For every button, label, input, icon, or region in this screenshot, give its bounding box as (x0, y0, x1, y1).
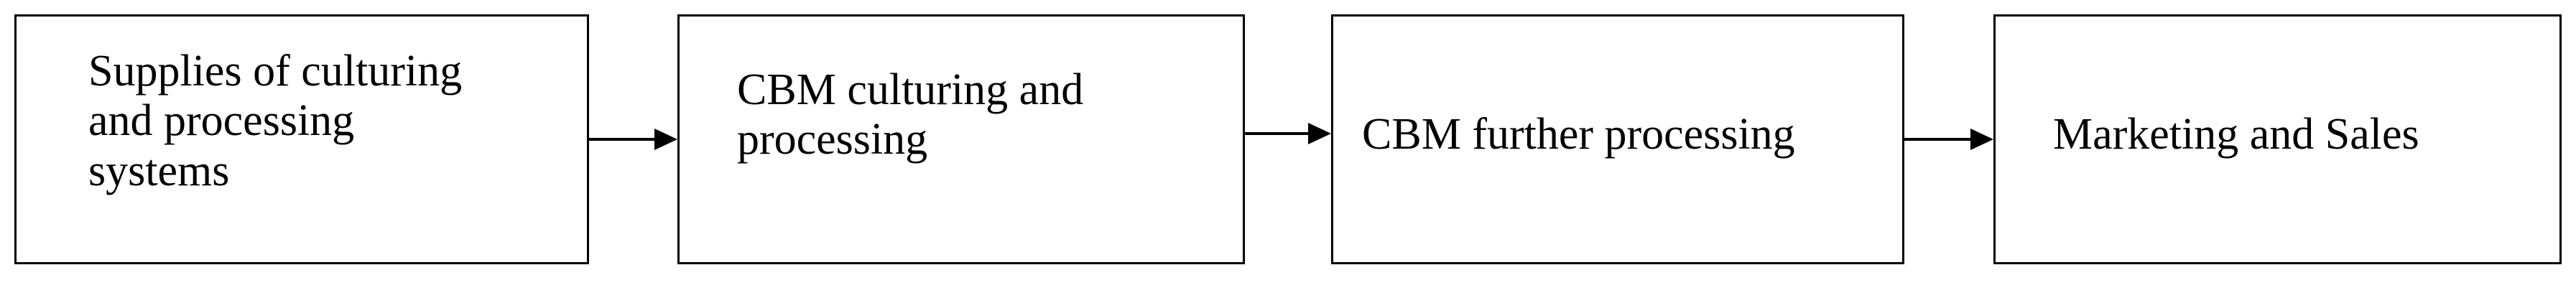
step-label-line: systems (88, 146, 230, 195)
flow-arrow-3 (1904, 129, 1993, 150)
step-label: CBM further processing (1362, 110, 1795, 159)
step-box-further-processing: CBM further processing (1331, 14, 1904, 264)
step-label: CBM culturing and processing (737, 65, 1083, 165)
flow-arrow-1 (589, 129, 677, 150)
flow-arrow-2 (1245, 123, 1331, 144)
step-label-line: and processing (88, 96, 355, 146)
step-box-supplies: Supplies of culturing and processing sys… (14, 14, 589, 264)
step-label-line: processing (737, 115, 928, 164)
step-label-line: Marketing and Sales (2053, 110, 2419, 159)
step-label-line: CBM culturing and (737, 65, 1084, 114)
step-box-culturing: CBM culturing and processing (677, 14, 1245, 264)
step-label-line: CBM further processing (1362, 110, 1795, 159)
step-box-marketing: Marketing and Sales (1993, 14, 2562, 264)
step-label-line: Supplies of culturing (88, 47, 463, 96)
step-label: Supplies of culturing and processing sys… (88, 47, 462, 196)
step-label: Marketing and Sales (2053, 110, 2419, 159)
